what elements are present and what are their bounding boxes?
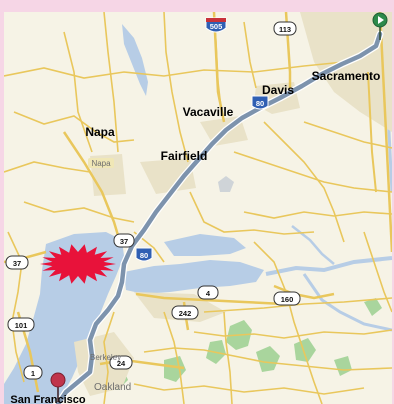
svg-text:242: 242 — [179, 309, 192, 318]
city-label-napa: Napa — [85, 125, 115, 139]
city-label-davis: Davis — [262, 83, 294, 97]
shield-37-west: 37 — [5, 255, 29, 270]
svg-text:24: 24 — [117, 359, 126, 368]
city-label-san-francisco: San Francisco — [10, 394, 85, 404]
svg-text:101: 101 — [15, 321, 28, 330]
delta-channel — [302, 273, 392, 332]
suisun-bay — [124, 260, 264, 294]
small-label-oakland: Oakland — [94, 382, 131, 393]
small-label-napa: Napa — [88, 158, 114, 168]
small-reservoir — [218, 176, 234, 192]
svg-text:Napa: Napa — [91, 159, 111, 168]
small-label-berkeley: Berkeley — [90, 353, 121, 362]
city-label-sacramento: Sacramento — [312, 69, 381, 83]
highway-160 — [273, 284, 335, 300]
highway-99 — [367, 71, 377, 193]
reservoir — [122, 24, 148, 96]
shield-1: 1 — [23, 365, 43, 380]
start-marker[interactable] — [372, 12, 388, 40]
svg-text:113: 113 — [279, 25, 291, 34]
interstate-5 — [378, 12, 392, 253]
svg-text:80: 80 — [140, 251, 148, 260]
shield-24: 24 — [109, 355, 133, 370]
shield-37-east: 37 — [113, 233, 135, 248]
shield-160: 160 — [273, 291, 301, 306]
shield-113: 113 — [273, 21, 297, 36]
end-marker[interactable] — [50, 372, 66, 402]
shield-505: 505 — [205, 17, 227, 33]
shield-101: 101 — [7, 317, 35, 332]
park-area — [364, 298, 382, 316]
highway-4 — [135, 292, 285, 306]
svg-text:1: 1 — [31, 369, 35, 378]
urban-area — [140, 158, 196, 194]
park-area — [256, 346, 280, 372]
highway-29 — [62, 131, 122, 243]
suisun-marsh — [164, 234, 246, 256]
park-area — [294, 338, 316, 362]
pin-icon — [50, 372, 66, 388]
route-map[interactable]: 505 113 80 80 37 37 4 242 — [4, 12, 392, 404]
delta-river — [265, 256, 392, 276]
shield-242: 242 — [171, 305, 199, 320]
svg-text:80: 80 — [256, 99, 264, 108]
svg-text:4: 4 — [206, 289, 211, 298]
city-label-vacaville: Vacaville — [183, 105, 234, 119]
shield-80-east: 80 — [251, 95, 269, 110]
svg-text:37: 37 — [120, 237, 128, 246]
svg-text:160: 160 — [281, 295, 294, 304]
starburst-icon — [40, 244, 116, 284]
park-area — [334, 356, 352, 376]
route-line[interactable] — [55, 31, 383, 404]
city-label-fairfield: Fairfield — [161, 149, 208, 163]
svg-text:37: 37 — [13, 259, 21, 268]
road-network — [4, 12, 392, 404]
shield-80-west: 80 — [135, 247, 153, 262]
shield-4: 4 — [197, 285, 219, 300]
svg-text:505: 505 — [210, 22, 223, 31]
